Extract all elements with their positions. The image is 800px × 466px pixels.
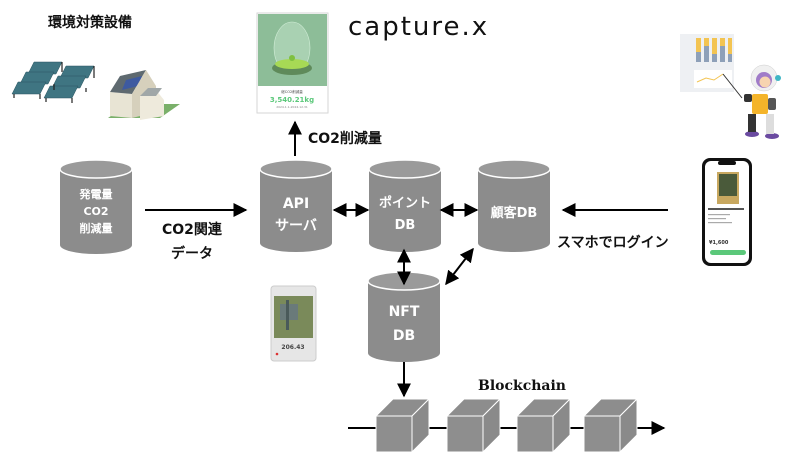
generation-db-line1: 発電量 [79,188,113,201]
phone-price: ¥1,600 [709,240,729,246]
house-icon [108,70,180,120]
smartphone-icon: ¥1,600 [702,158,752,266]
solar-panels-icon [11,61,95,103]
generation-db-label: 発電量 CO2 削減量 [60,186,132,237]
api-server-line1: API [282,196,310,212]
co2-related-data-line1: CO2関連 [162,222,222,238]
blockchain-block [582,397,639,454]
blockchain-block [445,397,502,454]
blockchain-label: Blockchain [478,378,566,394]
nft-db-line1: NFT [388,304,420,320]
blockchain-block [515,397,572,454]
capture-caption: 総CO2削減量 [281,89,303,94]
environment-facilities-label: 環境対策設備 [48,15,132,31]
generation-db-line3: 削減量 [79,222,113,235]
co2-reduction-label: CO2削減量 [308,131,382,147]
brand-title: capture.x [348,12,490,42]
customer-db-line1: 顧客DB [490,206,538,221]
point-db-line1: ポイント [378,196,431,211]
blockchain-block [374,397,431,454]
capture-value: 3,540.21kg [270,96,314,104]
api-server-label: API サーバ [260,193,332,237]
point-db-label: ポイント DB [369,193,441,237]
customer-db-cylinder [477,159,551,252]
generation-db-line2: CO2 [83,205,109,218]
co2-related-data-label: CO2関連 データ [162,218,222,266]
customer-db-label: 顧客DB [478,203,550,225]
arrow-nft-customer [445,247,474,286]
api-server-line2: サーバ [275,218,317,234]
generation-db-cylinder [59,159,133,254]
nft-card-icon: 206.43 [270,285,317,362]
point-db-cylinder [368,159,442,252]
co2-related-data-line2: データ [170,246,213,262]
nft-db-line2: DB [392,328,416,344]
nft-card-value: 206.43 [281,344,304,351]
nft-db-label: NFT DB [368,300,440,348]
capture-x-dashboard-card: 総CO2削減量 3,540.21kg 2024.1.1-2024.12.31 [256,12,329,114]
smartphone-login-label: スマホでログイン [557,235,669,251]
astronaut-presenter-icon [680,34,781,139]
api-server-cylinder [259,159,333,252]
capture-subtext: 2024.1.1-2024.12.31 [276,105,308,109]
point-db-line2: DB [394,218,416,233]
